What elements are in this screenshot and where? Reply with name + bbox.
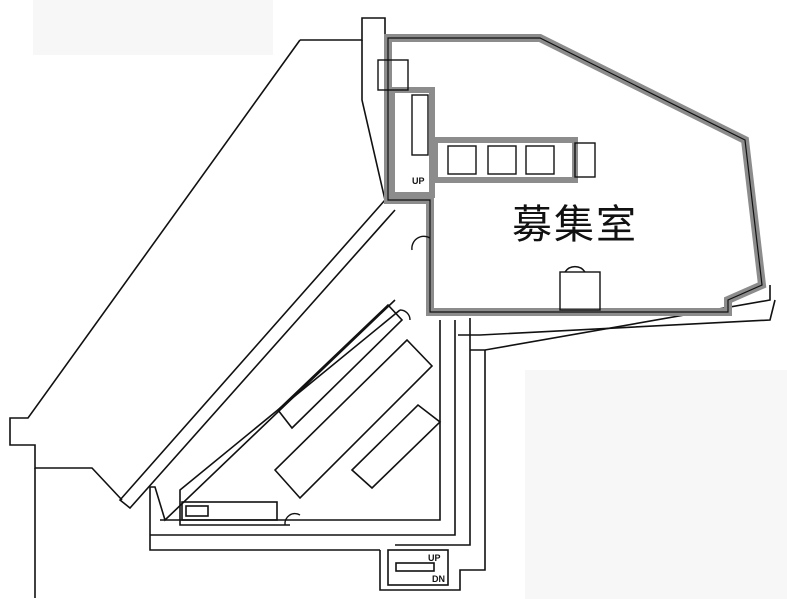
- corridor-east: [470, 285, 771, 351]
- shaft: [574, 142, 596, 178]
- counter: [181, 501, 278, 521]
- stair-down-label: DN: [432, 574, 445, 584]
- corridor-east-2: [458, 299, 776, 336]
- corridor-south: [379, 350, 486, 591]
- door: [411, 235, 431, 251]
- counter: [185, 505, 209, 517]
- corridor: [150, 320, 456, 536]
- door: [399, 309, 411, 321]
- inner-diagonal: [149, 299, 396, 551]
- blank-area: [525, 370, 787, 599]
- blank-area: [33, 0, 273, 55]
- stair-landing: [395, 562, 435, 572]
- counter: [273, 338, 434, 500]
- stair-core: [411, 94, 429, 156]
- room: [377, 59, 409, 91]
- door: [284, 512, 301, 526]
- door: [564, 266, 586, 273]
- counter: [276, 303, 404, 430]
- outer-wall-left: [300, 17, 386, 41]
- stair-up-label: UP: [428, 553, 441, 563]
- corridor-outer: [395, 318, 471, 546]
- counter: [350, 403, 442, 490]
- elevator: [525, 145, 555, 175]
- diagonal-wall: [118, 40, 396, 510]
- stair: [387, 549, 449, 586]
- outer-wall-left-edge: [9, 39, 301, 501]
- closet: [559, 271, 601, 311]
- room-label: 募集室: [512, 202, 638, 248]
- stair-up-label: UP: [412, 176, 425, 186]
- elevator: [447, 145, 477, 175]
- inner-diagonal-2: [179, 309, 401, 526]
- elevator: [487, 145, 517, 175]
